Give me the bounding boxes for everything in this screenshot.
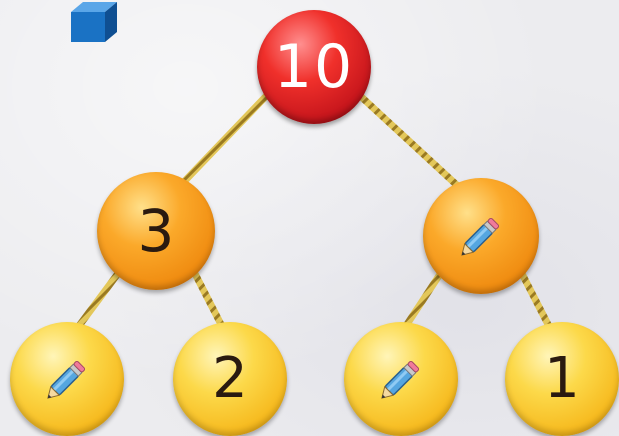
pencil-icon (458, 213, 504, 259)
pencil-icon (378, 356, 424, 402)
left-child-value: 3 (138, 202, 175, 260)
left-child-node: 3 (97, 172, 215, 290)
leaf-node-2: 2 (173, 322, 287, 436)
leaf-node-3[interactable] (344, 322, 458, 436)
root-node: 10 (257, 10, 371, 124)
root-value: 10 (274, 37, 354, 97)
right-child-node[interactable] (423, 178, 539, 294)
rope-root-left (178, 92, 270, 188)
leaf-node-1[interactable] (10, 322, 124, 436)
leaf-4-value: 1 (544, 351, 580, 407)
pencil-icon (44, 356, 90, 402)
rope-root-right (356, 92, 460, 188)
leaf-node-4: 1 (505, 322, 619, 436)
leaf-2-value: 2 (212, 351, 248, 407)
